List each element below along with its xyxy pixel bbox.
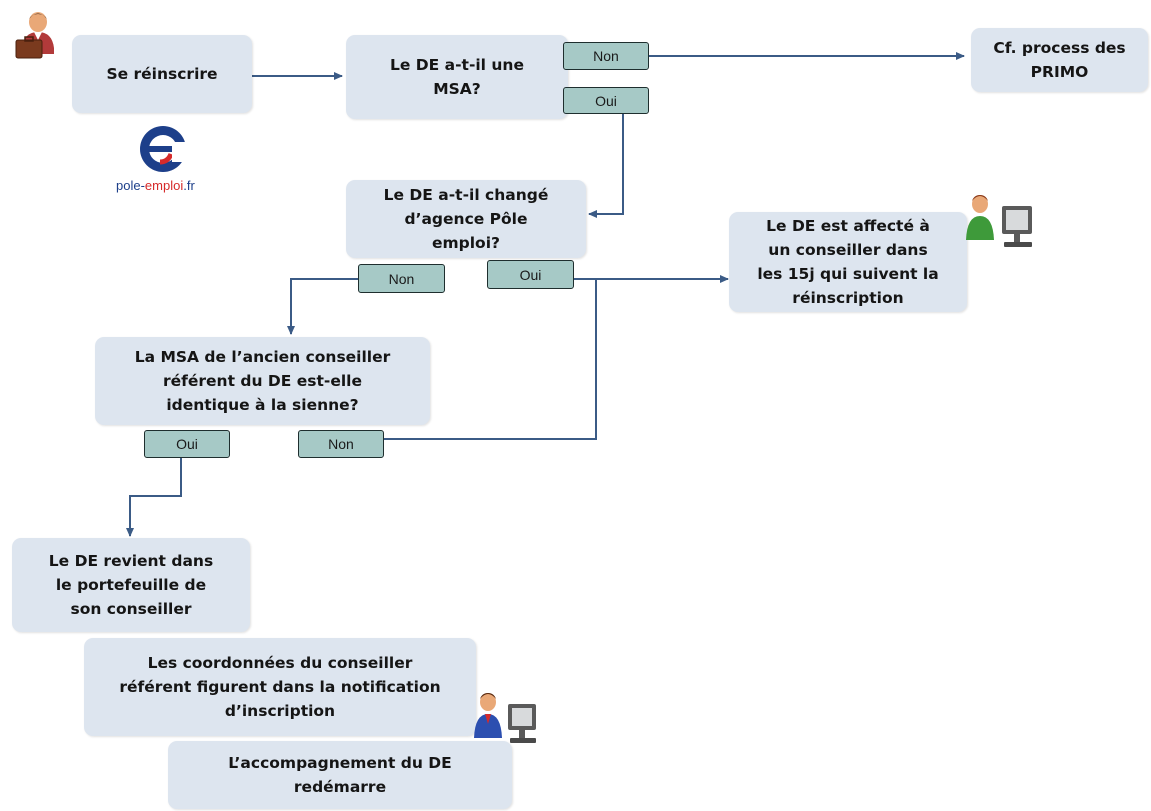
box-line: redémarre xyxy=(293,778,387,796)
tag-oui-msa-ancien: Oui xyxy=(144,430,230,458)
logo-text-suffix: .fr xyxy=(183,178,195,193)
box-accompagnement: L’accompagnement du DE redémarre xyxy=(168,741,512,809)
box-line: Le DE revient dans xyxy=(48,551,214,570)
box-msa-ancien: La MSA de l’ancien conseiller référent d… xyxy=(95,337,430,425)
line-non-to-affecte-junction xyxy=(384,279,597,440)
box-line: identique à la sienne? xyxy=(166,396,359,414)
tag-non-msa-ancien: Non xyxy=(298,430,384,458)
box-line: Le DE a-t-il une xyxy=(390,55,524,74)
box-line: son conseiller xyxy=(70,600,192,618)
arrow-oui-to-agence xyxy=(588,112,624,218)
box-line: MSA? xyxy=(433,80,481,98)
person-computer-icon xyxy=(966,195,1032,247)
person-briefcase-icon xyxy=(15,12,54,59)
box-line: emploi? xyxy=(431,234,501,252)
box-line: Le DE a-t-il changé xyxy=(383,185,549,204)
box-line: référent figurent dans la notification xyxy=(119,677,441,696)
box-agence-question: Le DE a-t-il changé d’agence Pôle emploi… xyxy=(346,180,586,258)
pole-emploi-logo-text: pole-emploi.fr xyxy=(116,178,195,193)
box-line: le portefeuille de xyxy=(55,575,207,594)
logo-text-accent: emploi xyxy=(144,178,184,193)
tag-oui-agence: Oui xyxy=(487,260,574,289)
box-line: référent du DE est-elle xyxy=(162,371,363,390)
logo-text-prefix: pole- xyxy=(116,178,145,193)
box-msa-question: Le DE a-t-il une MSA? xyxy=(346,35,568,119)
box-line: Le DE est affecté à xyxy=(766,216,930,235)
box-primo: Cf. process des PRIMO xyxy=(971,28,1148,92)
pole-emploi-logo-icon xyxy=(140,126,188,172)
tag-oui-msa: Oui xyxy=(563,87,649,114)
box-affecte: Le DE est affecté à un conseiller dans l… xyxy=(729,212,967,312)
box-line: PRIMO xyxy=(1030,63,1089,81)
box-line: réinscription xyxy=(792,289,904,308)
tag-non-agence: Non xyxy=(358,264,445,293)
box-revient: Le DE revient dans le portefeuille de so… xyxy=(12,538,250,632)
box-coordonnees: Les coordonnées du conseiller référent f… xyxy=(84,638,476,736)
box-line: Se réinscrire xyxy=(106,64,218,83)
box-line: Cf. process des xyxy=(993,38,1126,57)
box-line: d’agence Pôle xyxy=(404,209,528,228)
box-line: L’accompagnement du DE xyxy=(228,753,452,772)
arrow-non-to-msa-ancien xyxy=(287,278,359,335)
box-line: les 15j qui suivent la xyxy=(757,265,939,283)
box-line: Les coordonnées du conseiller xyxy=(147,653,413,672)
arrow-oui-to-revient xyxy=(126,456,182,537)
box-line: un conseiller dans xyxy=(768,240,928,259)
box-line: d’inscription xyxy=(224,702,336,720)
tag-non-msa: Non xyxy=(563,42,649,70)
box-se-reinscrire: Se réinscrire xyxy=(72,35,252,113)
person-computer-icon xyxy=(474,693,536,743)
box-line: La MSA de l’ancien conseiller xyxy=(134,347,391,366)
